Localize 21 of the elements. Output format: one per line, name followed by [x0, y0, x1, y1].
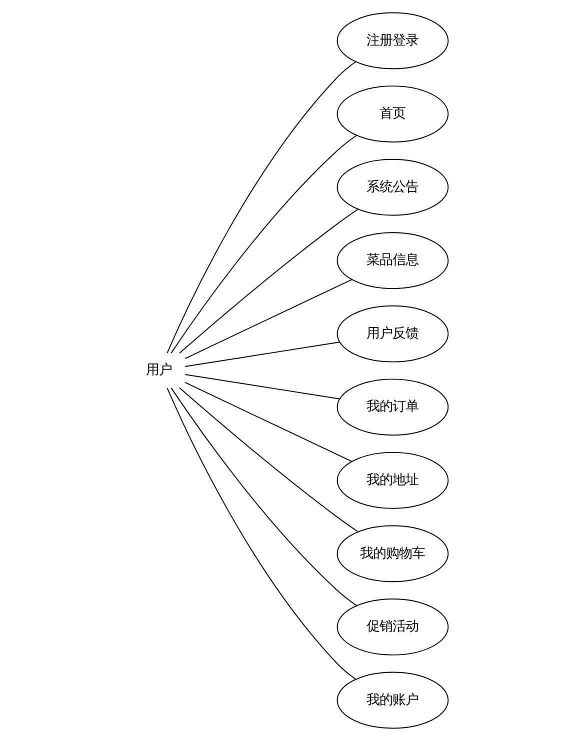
connector	[166, 61, 356, 354]
node-ellipse: 我的地址	[336, 452, 448, 509]
connector	[166, 388, 356, 680]
node-ellipse: 用户反馈	[336, 305, 448, 362]
connector	[170, 387, 357, 606]
node-ellipse: 系统公告	[336, 158, 448, 216]
node-ellipse: 首页	[336, 86, 448, 142]
connector	[178, 387, 358, 532]
node-text: 用户	[145, 362, 172, 378]
node-ellipse: 菜品信息	[336, 232, 448, 290]
node-ellipse: 注册登录	[336, 12, 448, 70]
connector	[170, 134, 357, 354]
connector	[184, 374, 340, 400]
connector	[178, 208, 358, 354]
connector	[184, 382, 352, 462]
connector	[184, 279, 352, 359]
connector	[184, 342, 340, 367]
node-ellipse: 我的购物车	[336, 525, 448, 582]
node-ellipse: 我的订单	[336, 378, 448, 436]
node-ellipse: 我的账户	[336, 672, 448, 729]
node-ellipse: 促销活动	[336, 598, 448, 656]
